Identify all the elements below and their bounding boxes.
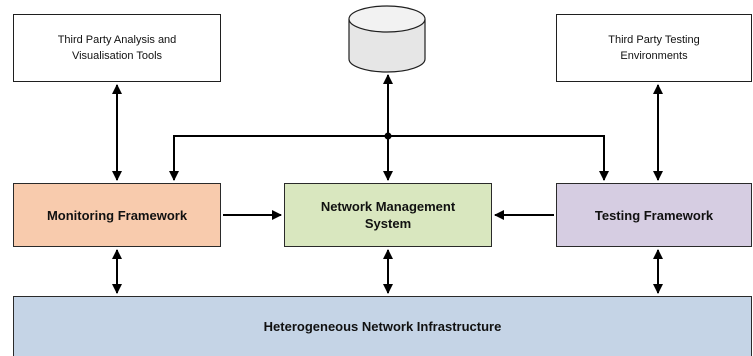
- bus-junction: [384, 132, 392, 140]
- network-management-system-box: Network Management System: [284, 183, 492, 247]
- testing-framework-label: Testing Framework: [594, 207, 714, 223]
- database-icon: [348, 5, 426, 73]
- testing-framework-box: Testing Framework: [556, 183, 752, 247]
- network-management-system-label: Network Management System: [320, 199, 456, 231]
- monitoring-framework-label: Monitoring Framework: [46, 207, 188, 223]
- third-party-testing-label: Third Party Testing Environments: [608, 34, 700, 62]
- third-party-analysis-box: Third Party Analysis and Visualisation T…: [13, 14, 221, 82]
- third-party-testing-box: Third Party Testing Environments: [556, 14, 752, 82]
- third-party-analysis-label: Third Party Analysis and Visualisation T…: [57, 34, 177, 62]
- connector-bus-testing: [388, 135, 609, 181]
- connector-bus-monitoring: [169, 135, 388, 181]
- infrastructure-label: Heterogeneous Network Infrastructure: [263, 319, 502, 334]
- monitoring-framework-box: Monitoring Framework: [13, 183, 221, 247]
- infrastructure-box: Heterogeneous Network Infrastructure: [13, 296, 752, 356]
